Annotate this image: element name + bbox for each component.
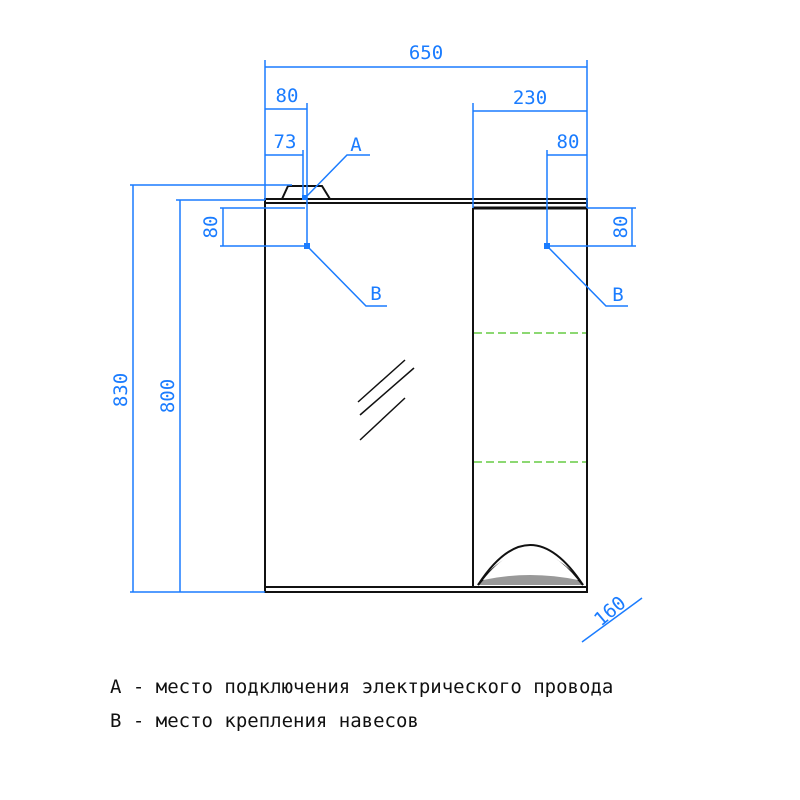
cabinet-outline xyxy=(264,185,588,593)
dim-80-left: 80 xyxy=(276,85,299,107)
mirror-hatch-icon xyxy=(357,359,415,441)
legend-a: A - место подключения электрического про… xyxy=(110,676,614,698)
leader-b-left xyxy=(306,245,387,307)
lamp-shape xyxy=(281,185,331,200)
shelves xyxy=(474,332,586,463)
dim-80-drop-left: 80 xyxy=(200,216,222,239)
label-b-right: B xyxy=(612,284,623,306)
leader-b-right xyxy=(546,245,628,307)
hook-points xyxy=(302,195,550,249)
dim-800: 800 xyxy=(157,379,179,413)
legend-b: B - место крепления навесов xyxy=(110,710,419,732)
label-a: A xyxy=(350,134,362,156)
dim-80-right: 80 xyxy=(557,131,580,153)
dimension-lines xyxy=(130,60,643,643)
dim-80-drop-right: 80 xyxy=(610,216,632,239)
bottom-panel xyxy=(264,586,588,593)
dim-830: 830 xyxy=(110,373,132,407)
leader-a xyxy=(304,154,370,199)
top-panel xyxy=(264,198,588,204)
dim-230: 230 xyxy=(513,87,547,109)
dim-73: 73 xyxy=(274,131,297,153)
label-b-left: B xyxy=(370,283,381,305)
dim-160: 160 xyxy=(590,592,630,631)
depth-line xyxy=(581,597,643,643)
dim-650: 650 xyxy=(409,42,443,64)
